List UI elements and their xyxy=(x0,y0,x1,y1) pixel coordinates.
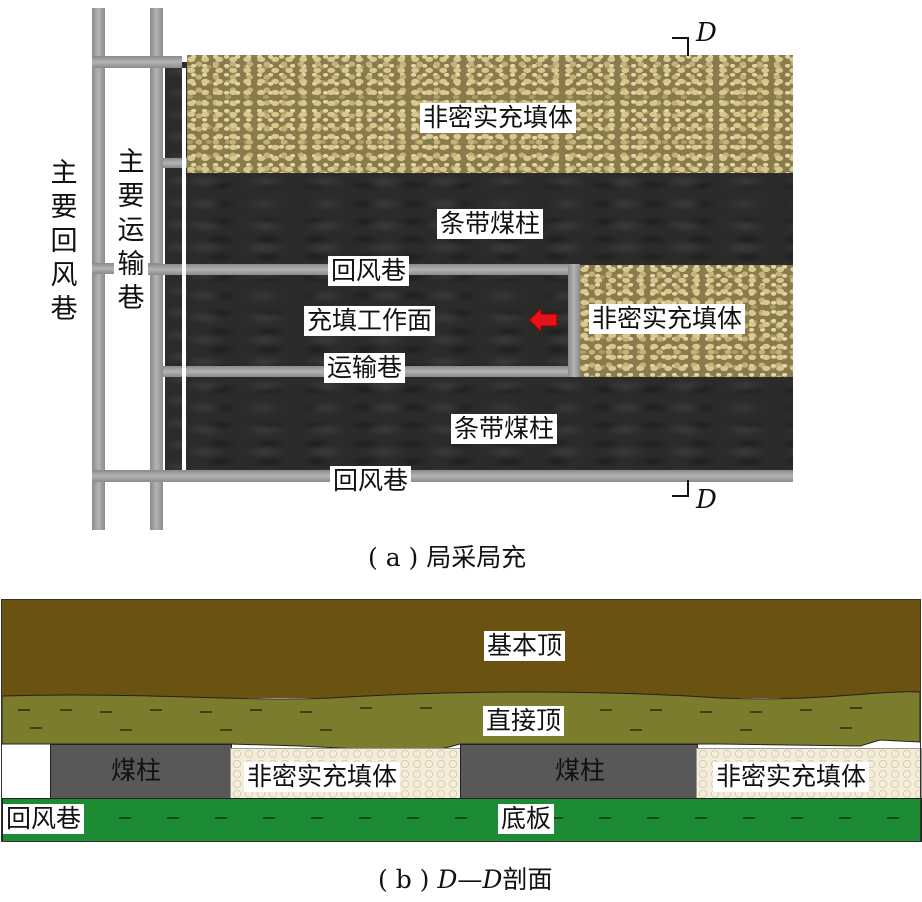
section-mark-bottom: D xyxy=(696,485,717,515)
main-haulage-label: 主要运输巷 xyxy=(114,146,148,316)
main-roof-label: 基本顶 xyxy=(484,631,566,661)
pillar-2-label: 煤柱 xyxy=(555,756,606,785)
pillar-1-label: 煤柱 xyxy=(111,756,162,785)
section-mark-top-icon xyxy=(672,37,689,56)
fill-1-label: 非密实充填体 xyxy=(244,762,401,792)
main-return-label: 主要回风巷 xyxy=(50,158,78,325)
section-mark-bottom-icon xyxy=(672,480,689,497)
coal-pillar-1 xyxy=(50,744,232,800)
section-mark-top: D xyxy=(696,18,717,48)
strip-bottom-label: 条带煤柱 xyxy=(451,414,558,444)
strip-top-label: 条带煤柱 xyxy=(437,209,544,239)
panel-b-caption: ( b ) D—D剖面 xyxy=(378,865,553,894)
panel-a-caption: ( a ) 局采局充 xyxy=(368,543,527,572)
return-airway-bottom xyxy=(163,470,793,482)
return-mid-label: 回风巷 xyxy=(328,256,410,286)
connector-fill xyxy=(163,158,187,168)
connector-top xyxy=(92,56,182,68)
section-border xyxy=(1,599,921,842)
boundary-line xyxy=(182,68,186,470)
floor-label: 底板 xyxy=(498,804,555,834)
connector-bottom xyxy=(92,470,163,482)
return-airway-label: 回风巷 xyxy=(3,804,85,834)
fill-2-label: 非密实充填体 xyxy=(713,762,870,792)
face-label: 充填工作面 xyxy=(304,306,436,336)
main-roof-layer xyxy=(2,600,920,698)
immediate-roof-label: 直接顶 xyxy=(483,706,565,736)
advance-arrow-icon xyxy=(528,306,558,334)
fill-right-label: 非密实充填体 xyxy=(589,304,746,334)
return-bottom-label: 回风巷 xyxy=(330,466,412,496)
strip-pillar-bottom xyxy=(187,377,793,471)
immediate-roof-layer xyxy=(1,691,921,753)
working-face-line xyxy=(568,264,580,377)
strip-pillar-top xyxy=(187,173,793,265)
haulage-mid-label: 运输巷 xyxy=(324,353,406,383)
fill-top-label: 非密实充填体 xyxy=(420,103,577,133)
